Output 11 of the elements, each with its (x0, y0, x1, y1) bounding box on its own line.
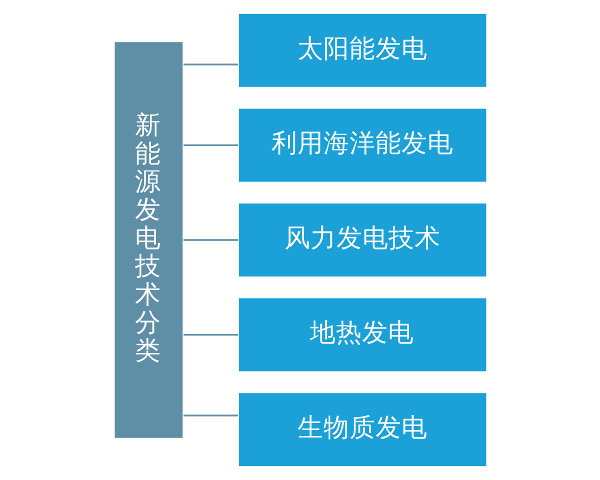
node-box: 风力发电技术 (237, 202, 488, 278)
connector (183, 414, 238, 416)
connector (183, 64, 238, 66)
node-box: 新能源发电技术分类 (112, 40, 184, 440)
connector (183, 334, 238, 336)
node-box: 太阳能发电 (237, 12, 488, 88)
connector (183, 239, 238, 241)
node-box: 生物质发电 (237, 392, 488, 468)
node-box: 利用海洋能发电 (237, 107, 488, 183)
connector (183, 144, 238, 146)
node-box: 地热发电 (237, 297, 488, 373)
